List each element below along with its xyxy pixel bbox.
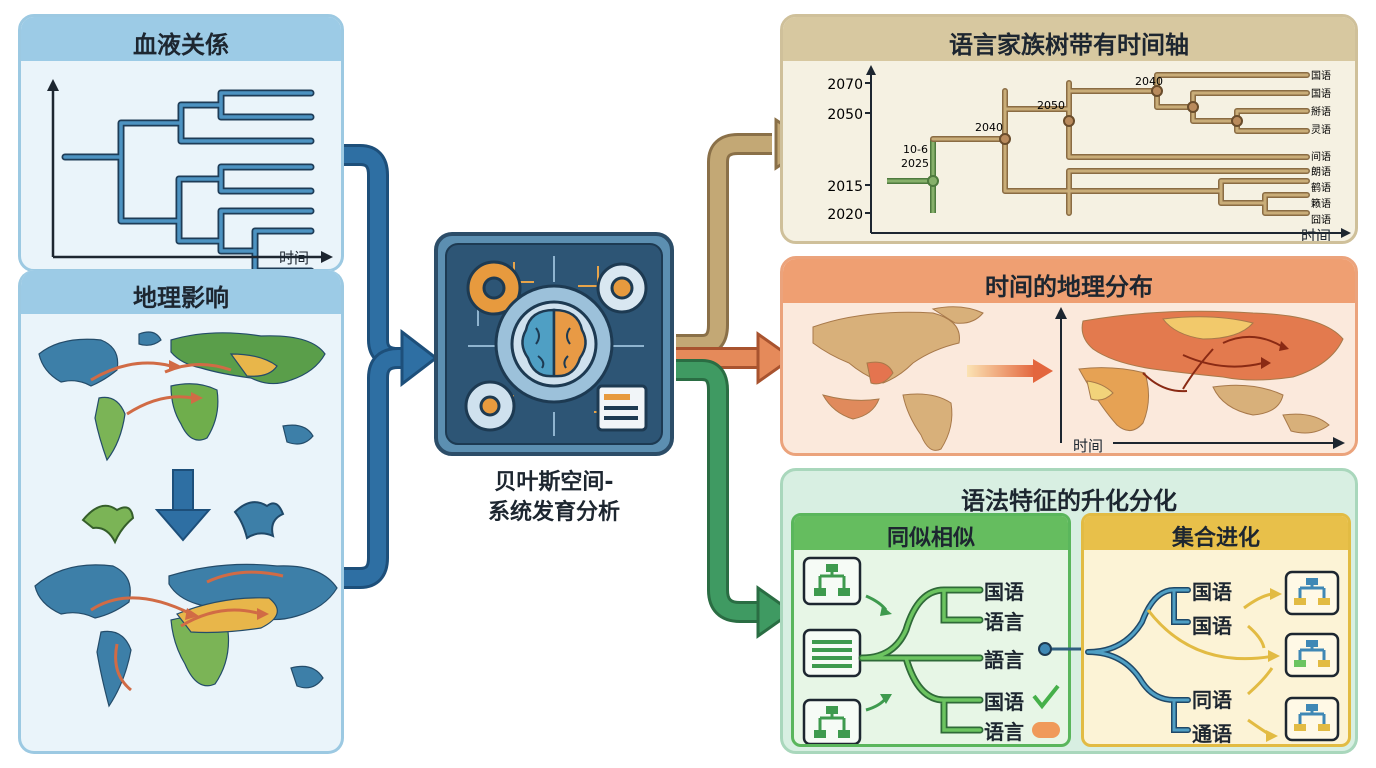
homoplasy-diagram <box>802 556 1060 744</box>
homoplasy-subpanel: 同似相似 <box>791 513 1071 747</box>
geo-influence-maps <box>34 331 338 708</box>
afro-eurasia-map <box>1078 310 1344 434</box>
blood-tree-diagram <box>47 79 333 269</box>
geo-influence-title: 地理影响 <box>133 284 229 312</box>
node-label-2040a: 2040 <box>1135 75 1163 88</box>
engine-illustration <box>445 243 663 445</box>
blood-relation-title: 血液关係 <box>133 31 229 59</box>
left-island-shape <box>81 504 135 545</box>
geo-axis-label: 时间 <box>1073 437 1104 455</box>
small-gear-icon <box>596 262 648 314</box>
node-label-2050: 2050 <box>1037 99 1065 112</box>
homoplasy-label-3: 語言 <box>984 648 1024 672</box>
blood-relation-panel: 血液关係 时间 <box>18 14 344 272</box>
engine-label-line2: 系统发育分析 <box>487 500 620 525</box>
americas-map <box>812 306 984 451</box>
concerted-evolution-title: 集合进化 <box>1171 526 1260 551</box>
leaf-label-5: 间语 <box>1311 150 1331 163</box>
mini-tree-icon-bottom <box>802 698 862 744</box>
geo-distribution-panel: 时间的地理分布 <box>780 256 1358 456</box>
y-tick-2015: 2015 <box>827 179 863 195</box>
concerted-tree-icon-2 <box>1284 632 1340 678</box>
leaf-label-1: 国语 <box>1311 70 1331 82</box>
engine-label-line1: 贝叶斯空间- <box>494 470 614 495</box>
node-label-2040b: 2040 <box>975 121 1003 134</box>
list-icon-mid <box>802 628 862 678</box>
down-arrow-icon <box>154 469 212 542</box>
grammar-title: 语法特征的升化分化 <box>961 487 1177 515</box>
world-map-top <box>38 331 326 462</box>
bottom-gear-icon <box>464 380 516 432</box>
concerted-evolution-subpanel: 集合进化 <box>1081 513 1351 747</box>
orange-gear-icon <box>466 260 522 316</box>
concerted-diagram <box>1085 570 1340 742</box>
geo-influence-panel: 地理影响 <box>18 270 344 754</box>
check-icon <box>1032 684 1060 710</box>
geo-distribution-title: 时间的地理分布 <box>985 273 1153 301</box>
homoplasy-title: 同似相似 <box>886 526 975 551</box>
brain-gear-icon <box>494 284 614 404</box>
geo-distribution-maps <box>812 306 1345 451</box>
leaf-label-8: 籁语 <box>1311 197 1331 210</box>
grammar-panel: 语法特征的升化分化 同似相似 <box>780 468 1358 754</box>
bayes-engine-box <box>434 232 674 456</box>
blood-axis-label: 时间 <box>279 249 310 267</box>
concerted-label-1: 国语 <box>1192 580 1232 604</box>
y-tick-2020: 2020 <box>827 207 863 223</box>
leaf-label-6: 朗语 <box>1311 166 1331 178</box>
tree-axis-label: 时间 <box>1301 227 1332 244</box>
timeline-tree-diagram: 2070 2050 2015 2020 2040 2050 2040 10-6 … <box>827 65 1351 238</box>
y-tick-2070: 2070 <box>827 77 863 93</box>
tree-timeline-panel: 语言家族树带有时间轴 2070 2050 2015 2020 2040 <box>780 14 1358 244</box>
homoplasy-label-4: 国语 <box>984 690 1024 714</box>
mini-tree-icon-top <box>802 556 862 606</box>
document-icon <box>596 384 648 432</box>
homoplasy-label-1: 国语 <box>984 580 1024 604</box>
homoplasy-label-2: 语言 <box>984 610 1024 634</box>
concerted-tree-icon-3 <box>1284 696 1340 742</box>
leaf-label-7: 鹤语 <box>1311 181 1331 194</box>
leaf-label-4: 灵语 <box>1311 124 1331 136</box>
concerted-label-2: 国语 <box>1192 614 1232 638</box>
right-island-shape <box>233 501 285 540</box>
orange-pill-icon <box>1032 722 1060 738</box>
node-label-10-6: 10-6 <box>903 143 928 156</box>
leaf-label-2: 国语 <box>1311 88 1331 100</box>
leaf-label-9: 囧语 <box>1311 214 1331 226</box>
homoplasy-label-5: 语言 <box>984 720 1024 744</box>
concerted-label-3: 同语 <box>1192 688 1232 712</box>
concerted-tree-icon-1 <box>1284 570 1340 616</box>
concerted-label-4: 通语 <box>1192 722 1232 746</box>
leaf-label-3: 掰语 <box>1311 106 1331 118</box>
world-map-bottom <box>34 563 338 708</box>
center-arrowhead <box>400 328 439 388</box>
tree-timeline-title: 语言家族树带有时间轴 <box>949 31 1189 59</box>
y-tick-2050: 2050 <box>827 107 863 123</box>
node-label-2025: 2025 <box>901 157 929 170</box>
